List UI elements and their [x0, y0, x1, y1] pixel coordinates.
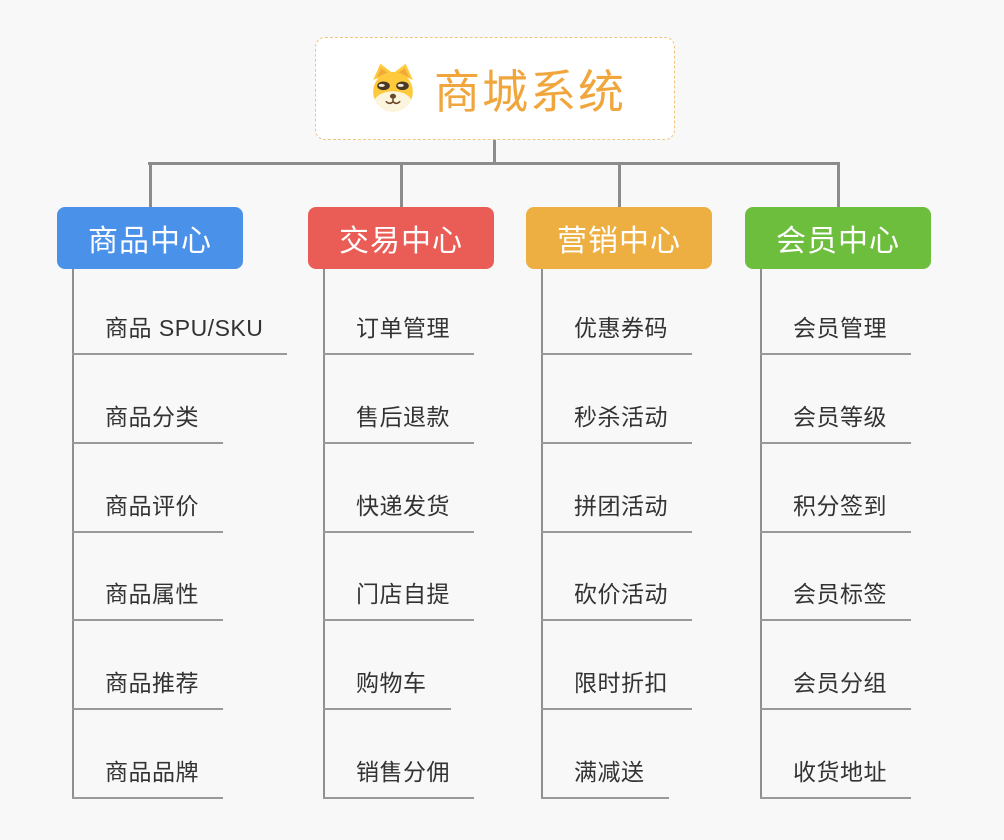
branch-header-member-center[interactable]: 会员中心 [745, 207, 931, 269]
branch-item-row: 购物车 [323, 667, 451, 710]
connector-trunk-trade-center [323, 269, 325, 799]
branch-item[interactable]: 商品评价 [72, 490, 223, 533]
branch-item[interactable]: 会员等级 [760, 401, 911, 444]
branch-item-row: 优惠券码 [541, 312, 692, 355]
branch-item-row: 商品品牌 [72, 756, 223, 799]
root-label: 商城系统 [434, 65, 626, 118]
branch-item-row: 商品 SPU/SKU [72, 312, 288, 355]
connector-drop-product-center [148, 162, 152, 207]
branch-item[interactable]: 会员标签 [760, 578, 911, 621]
branch-item-row: 门店自提 [323, 578, 474, 621]
connector-drop-marketing-center [617, 162, 621, 207]
branch-item-row: 会员管理 [760, 312, 911, 355]
branch-item[interactable]: 商品分类 [72, 401, 223, 444]
branch-item[interactable]: 满减送 [541, 756, 669, 799]
branch-item-row: 拼团活动 [541, 490, 692, 533]
branch-item-row: 积分签到 [760, 490, 911, 533]
branch-item[interactable]: 商品推荐 [72, 667, 223, 710]
branch-item[interactable]: 拼团活动 [541, 490, 692, 533]
branch-item[interactable]: 门店自提 [323, 578, 474, 621]
branch-item[interactable]: 商品 SPU/SKU [72, 312, 288, 355]
branch-item[interactable]: 订单管理 [323, 312, 474, 355]
branch-item[interactable]: 商品属性 [72, 578, 223, 621]
branch-item[interactable]: 秒杀活动 [541, 401, 692, 444]
connector-root-drop [493, 140, 496, 163]
branch-item[interactable]: 商品品牌 [72, 756, 223, 799]
branch-item-row: 会员标签 [760, 578, 911, 621]
branch-item-row: 售后退款 [323, 401, 474, 444]
connector-trunk-marketing-center [541, 269, 543, 799]
branch-item-row: 会员分组 [760, 667, 911, 710]
connector-bus [148, 162, 840, 165]
branch-item-row: 限时折扣 [541, 667, 692, 710]
root-node[interactable]: 商城系统 [315, 37, 675, 140]
branch-item[interactable]: 销售分佣 [323, 756, 474, 799]
branch-item[interactable]: 售后退款 [323, 401, 474, 444]
connector-trunk-member-center [760, 269, 762, 799]
branch-item[interactable]: 收货地址 [760, 756, 911, 799]
branch-item-row: 砍价活动 [541, 578, 692, 621]
shiba-dog-icon [364, 61, 422, 117]
branch-item-row: 收货地址 [760, 756, 911, 799]
branch-item[interactable]: 限时折扣 [541, 667, 692, 710]
branch-item-row: 商品属性 [72, 578, 223, 621]
connector-drop-trade-center [399, 162, 403, 207]
branch-header-marketing-center[interactable]: 营销中心 [526, 207, 712, 269]
connector-drop-member-center [836, 162, 840, 207]
branch-item-row: 商品评价 [72, 490, 223, 533]
branch-item[interactable]: 会员管理 [760, 312, 911, 355]
branch-item[interactable]: 购物车 [323, 667, 451, 710]
branch-item-row: 满减送 [541, 756, 669, 799]
branch-item-row: 商品分类 [72, 401, 223, 444]
branch-item[interactable]: 优惠券码 [541, 312, 692, 355]
connector-trunk-product-center [72, 269, 74, 799]
branch-item-row: 秒杀活动 [541, 401, 692, 444]
branch-item[interactable]: 快递发货 [323, 490, 474, 533]
branch-item[interactable]: 会员分组 [760, 667, 911, 710]
branch-header-trade-center[interactable]: 交易中心 [308, 207, 494, 269]
branch-item-row: 快递发货 [323, 490, 474, 533]
branch-item[interactable]: 积分签到 [760, 490, 911, 533]
branch-item-row: 销售分佣 [323, 756, 474, 799]
branch-item[interactable]: 砍价活动 [541, 578, 692, 621]
branch-item-row: 商品推荐 [72, 667, 223, 710]
branch-header-product-center[interactable]: 商品中心 [57, 207, 243, 269]
branch-item-row: 订单管理 [323, 312, 474, 355]
branch-item-row: 会员等级 [760, 401, 911, 444]
